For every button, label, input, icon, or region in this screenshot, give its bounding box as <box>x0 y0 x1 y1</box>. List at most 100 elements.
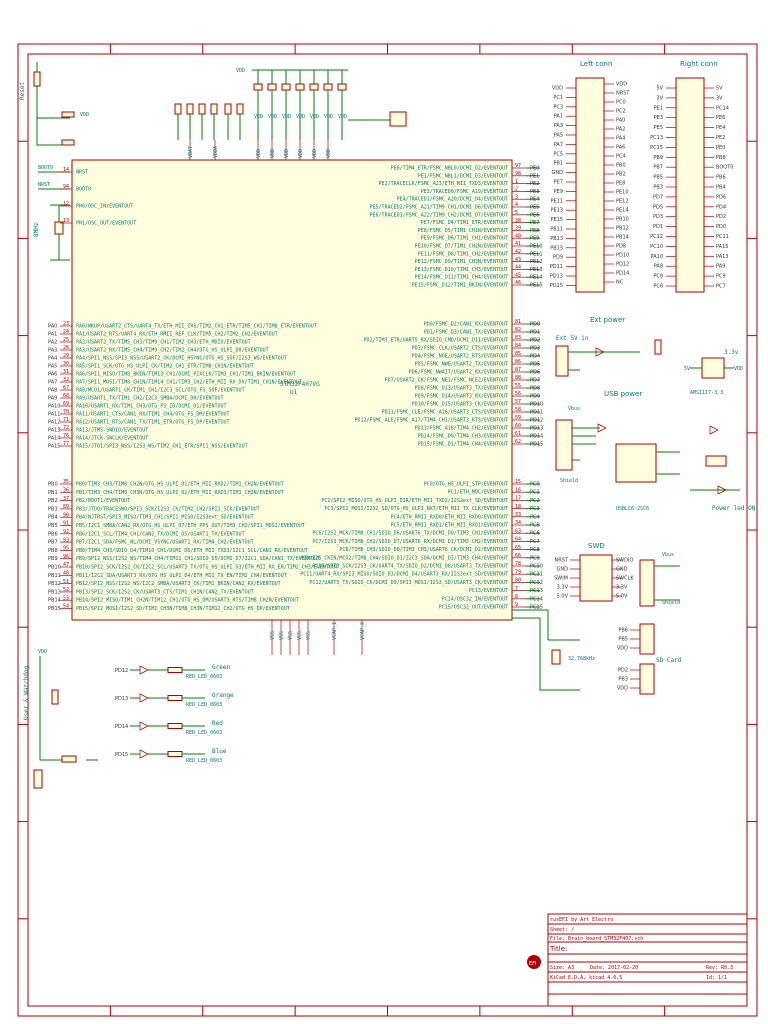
mcu-pin-number: 81 <box>515 319 521 325</box>
mcu-pin-number: 61 <box>515 431 521 437</box>
mcu-pin-net: PD1 <box>530 330 540 336</box>
mcu-pin-number: 85 <box>515 351 521 357</box>
mcu-pin-net: PC9 <box>530 555 540 561</box>
mcu-pin-net: PD13 <box>530 426 543 432</box>
conn-pin-label: PD15 <box>550 283 563 289</box>
mcu-pin-number: 54 <box>63 604 69 610</box>
conn-pin-label: SWIM <box>554 576 568 582</box>
mcu-pin-name: PC4/ETH_RMII_RXD0/ETH_MII_RXD0/EVENTOUT <box>391 514 508 520</box>
conn-pin-label: PD2 <box>618 668 628 674</box>
filter-part <box>210 103 218 115</box>
mcu-pin-name: PE10/FSMC_D7/TIM1_CH2N/EVENTOUT <box>415 244 508 250</box>
mcu-pin-net: PC14 <box>530 596 543 602</box>
led-symbol <box>139 693 149 703</box>
mcu-pin-name: PD10/FSMC_D15/USART3_CK/EVENTOUT <box>412 402 508 408</box>
mcu-pin-name: PC12/UART5_TX/SDIO_CK/DCMI_D9/SPI3_MOSI/… <box>309 580 508 586</box>
mcu-pin-number: 31 <box>63 369 69 375</box>
mcu-pin-name: PB7/I2C1_SDA/FSMC_NL/DCMI_VSYNC/USART1_R… <box>76 540 254 546</box>
usb-diode <box>597 423 607 433</box>
mcu-power-pin-name: VSS <box>306 631 312 640</box>
conn-pin-label: PA2 <box>616 127 625 133</box>
mcu-pin-name: PC8/TIM8_CH3/SDIO_D0/TIM3_CH3/USART6_CK/… <box>339 547 508 553</box>
mcu-pin-name: PC9/I2S_CKIN/MCO2/TIM8_CH4/SDIO_D1/I2C3_… <box>300 555 508 561</box>
mcu-pin-number: 51 <box>63 579 69 585</box>
svg-text:VDD: VDD <box>80 112 89 118</box>
mcu-pin-name: PB9/SPI2_NSS/I2S2_WS/TIM4_CH4/TIM11_CH1/… <box>76 556 320 562</box>
xtal-label: 8MHz <box>33 222 40 237</box>
mcu-pin-name: PE6/TRACED3/FSMC_A22/TIM9_CH2/DCMI_D7/EV… <box>370 212 508 218</box>
mcu-pin-name: PA0/WKUP/USART2_CTS/UART4_TX/ETH_MII_CRS… <box>76 324 317 330</box>
tb-sheet: Sheet: / <box>550 927 574 933</box>
mcu-pin-name: PE5/TRACED2/FSMC_A21/TIM9_CH1/DCMI_D6/EV… <box>370 205 508 211</box>
mcu-power-pin-name: VDD <box>284 149 290 158</box>
mcu-pin-name: PE7/FSMC_D4/TIM1_ETR/EVENTOUT <box>421 220 508 226</box>
mcu-pin-net: PE1 <box>530 173 539 179</box>
mcu-pin-number: 72 <box>63 425 69 431</box>
conn-pin-label: PC12 <box>650 234 663 240</box>
mcu-pin-name: PB1/TIM3_CH4/TIM8_CH3N/OTG_HS_ULPI_D2/ET… <box>76 490 284 496</box>
conn-pin-label: GND <box>552 170 564 176</box>
mcu-pin-number: 98 <box>515 171 521 177</box>
conn-pin-label: PB0 <box>616 163 626 169</box>
conn-pin-label: VDD <box>617 686 628 692</box>
mcu-pin-name: PA10/USART1_RX/TIM1_CH3/OTG_FS_ID/DCMI_D… <box>76 404 227 410</box>
mcu-pin-number: 68 <box>63 393 69 399</box>
svg-text:Shield: Shield <box>662 600 680 606</box>
mcu-pin-name: PD3/FSMC_CLK/USART2_CTS/EVENTOUT <box>412 346 508 352</box>
mcu-pin-net: PB13 <box>48 589 61 595</box>
mcu-pin-number: 47 <box>63 562 69 568</box>
mcu-pin-number: 96 <box>63 554 69 560</box>
conn-pin-label: PD0 <box>716 224 726 230</box>
mcu-pin-name: PA14/JTCK-SWCLK/EVENTOUT <box>76 436 148 442</box>
mcu-power-pin-name: VSS <box>279 631 285 640</box>
mcu-pin-net: PD8 <box>530 386 540 392</box>
cap-vdd-label: VDD <box>282 114 291 120</box>
mcu-pin-name: PC14/OSC32_IN/EVENTOUT <box>442 596 508 602</box>
conn-pin-label: 3.3V <box>616 585 628 591</box>
right-connector: Right conn 5V3VPE1PE3PE5PC13PC15PB9PB7PB… <box>650 60 733 293</box>
mcu-pin-net: PB4 <box>48 515 58 521</box>
decoupling-cap <box>253 83 263 91</box>
conn-pin-label: PE1 <box>654 105 663 111</box>
conn-pin-label: GND <box>557 567 569 573</box>
mcu-pin-name: PA4/SPI1_NSS/SPI3_NSS/USART2_CK/DCMI_HSY… <box>76 356 287 362</box>
mcu-pin-number: 30 <box>63 361 69 367</box>
conn-pin-label: PC6 <box>653 284 663 290</box>
conn-pin-label: PA7 <box>554 142 563 148</box>
mcu-pin-number: 76 <box>63 433 69 439</box>
mcu-pin-number: 82 <box>515 327 521 333</box>
mcu-pin-net: PA10 <box>48 404 60 410</box>
mcu-power-pin-name: VBAT <box>188 146 194 158</box>
mcu-pin-name: PE15/FSMC_D12/TIM1_BKIN/EVENTOUT <box>412 283 508 289</box>
mcu-pin-name: PA6/SPI1_MISO/TIM8_BKIN/TIM13_CH1/DCMI_P… <box>76 372 296 378</box>
mcu-power-pin-name: VSS <box>288 631 294 640</box>
tb-company: rusEFI by Art_Electro <box>550 917 613 923</box>
title-block: rusEFI by Art_Electro Sheet: / File: Bra… <box>527 913 748 1007</box>
conn-pin-label: PB6 <box>716 175 726 181</box>
conn-pin-label: PC2 <box>616 109 626 115</box>
conn-pin-label: PE10 <box>616 190 629 196</box>
mcu-pin-number: 4 <box>515 202 518 208</box>
mcu-pin-net: PA11 <box>48 412 60 418</box>
conn-pin-label: PE0 <box>716 145 725 151</box>
decoupling-cap <box>323 83 333 91</box>
conn-pin-label: VDD <box>552 86 563 92</box>
mcu-pin-name: PE13/FSMC_D10/TIM1_CH3/EVENTOUT <box>415 267 508 273</box>
mcu-pin-net: PB5 <box>48 523 58 529</box>
mcu-pin-number: 46 <box>515 280 521 286</box>
power-led-label: Power led ON <box>712 505 756 512</box>
mcu-pin-number: 32 <box>63 377 69 383</box>
mcu-pin-net: PC8 <box>530 547 540 553</box>
mcu-pin-name: PC5/ETH_RMII_RXD1/ETH_MII_RXD1/EVENTOUT <box>391 523 508 529</box>
mcu-pin-net: PE14 <box>530 275 543 281</box>
mcu-pin-number: 87 <box>515 367 521 373</box>
conn-pin-label: 5V <box>656 86 663 92</box>
mcu-pin-net: PD0 <box>530 322 540 328</box>
tb-id: Id: 1/1 <box>706 975 727 981</box>
conn-pin-label: PB4 <box>716 185 726 191</box>
mcu-pin-name: PB11/I2C2_SDA/USART3_RX/OTG_HS_ULPI_D4/E… <box>76 573 287 579</box>
conn-pin-label: PA13 <box>716 254 728 260</box>
mcu-pin-name: PC10/SPI3_SCK/I2S3_CK/UART4_TX/SDIO_D2/D… <box>312 564 508 570</box>
conn-pin-label: PB2 <box>616 172 626 178</box>
conn-pin-label: PA9 <box>716 264 725 270</box>
